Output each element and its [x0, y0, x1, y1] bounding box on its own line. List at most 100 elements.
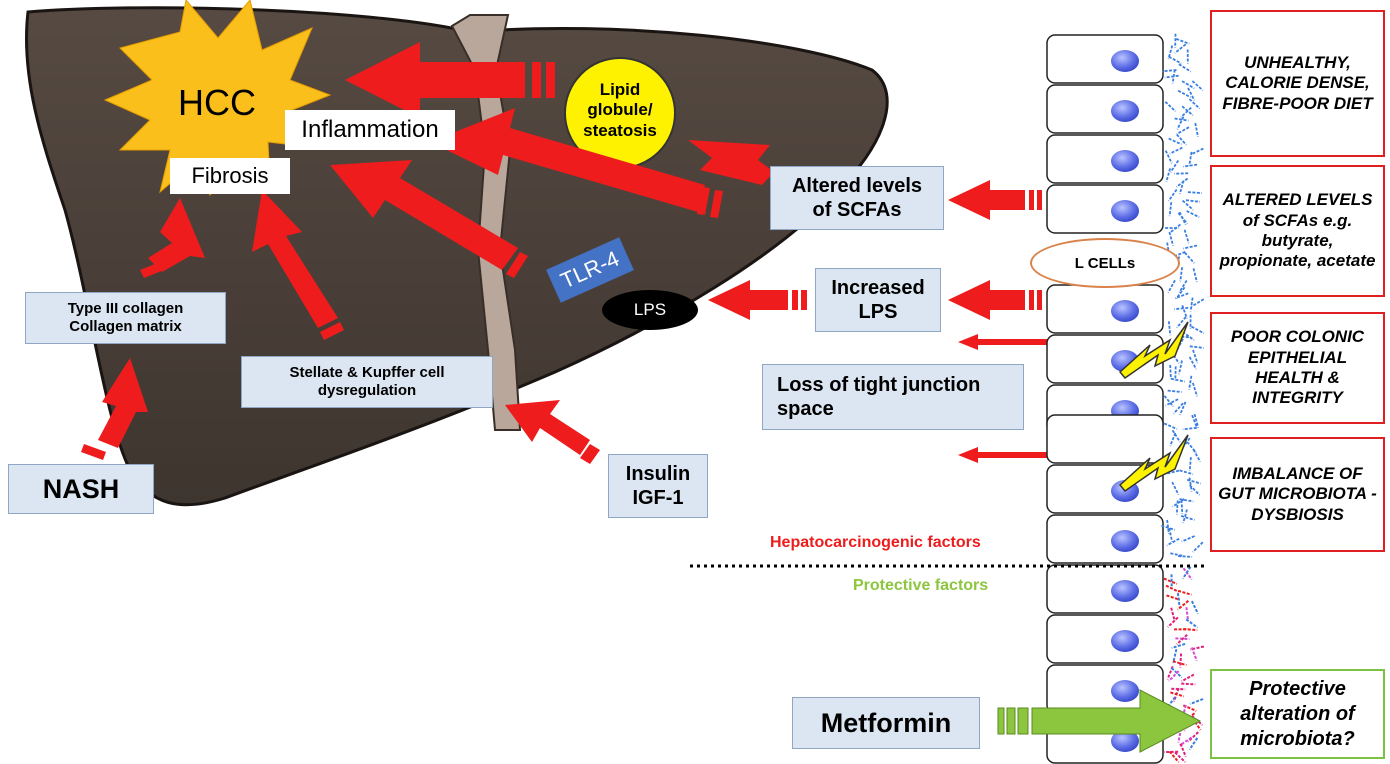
arrow-gut-lps	[948, 280, 1025, 320]
microbe-mark	[1168, 527, 1173, 542]
microbe-mark	[1168, 750, 1180, 763]
lps-oval: LPS	[602, 290, 698, 330]
microbe-mark	[1182, 567, 1193, 581]
microbe-mark	[1190, 600, 1199, 615]
factor-dysbiosis-box: IMBALANCE OF GUT MICROBIOTA - DYSBIOSIS	[1210, 437, 1385, 552]
microbe-mark	[1191, 325, 1205, 334]
microbe-mark	[1178, 360, 1183, 375]
cell-nucleus	[1111, 630, 1139, 652]
microbe-mark	[1186, 478, 1201, 485]
microbe-mark	[1167, 389, 1182, 393]
microbe-mark	[1183, 244, 1198, 250]
microbe-mark	[1169, 364, 1172, 380]
microbe-mark	[1168, 137, 1182, 146]
cell-nucleus	[1111, 530, 1139, 552]
nash-box: NASH	[8, 464, 154, 514]
epithelial-cell	[1046, 514, 1164, 564]
cell-nucleus	[1111, 730, 1139, 752]
microbe-mark	[1181, 304, 1188, 319]
microbe-mark	[1168, 231, 1174, 246]
microbe-mark	[1187, 87, 1196, 101]
microbe-mark	[1179, 653, 1183, 668]
microbe-mark	[1161, 524, 1176, 531]
arrow-scfa-lipid	[688, 140, 774, 185]
microbe-mark	[1188, 98, 1201, 110]
microbe-mark	[1188, 356, 1197, 370]
microbe-mark	[1175, 286, 1186, 300]
microbe-mark	[1169, 432, 1177, 447]
microbe-mark	[1174, 307, 1189, 310]
microbe-mark	[1166, 537, 1180, 547]
microbe-mark	[1171, 481, 1180, 496]
microbe-mark	[1191, 414, 1198, 429]
arrow-stellate-fibrosis	[252, 190, 338, 328]
factor-epithelial-box: POOR COLONIC EPITHELIAL HEALTH & INTEGRI…	[1210, 312, 1385, 424]
lightning-icon	[1118, 434, 1189, 493]
microbe-mark	[1171, 642, 1186, 649]
microbe-mark	[1190, 147, 1204, 156]
microbe-mark	[1181, 80, 1195, 90]
microbe-mark	[1182, 199, 1194, 211]
stellate-box: Stellate & Kupffer cell dysregulation	[241, 356, 493, 408]
microbe-mark	[1163, 422, 1178, 430]
arrow-gut-scfa	[948, 180, 1025, 220]
microbe-mark	[1174, 43, 1187, 54]
microbe-mark	[1176, 316, 1187, 329]
microbe-mark	[1165, 168, 1171, 183]
microbe-mark	[1185, 618, 1199, 629]
microbe-mark	[1194, 122, 1199, 137]
microbe-mark	[1187, 191, 1202, 194]
microbe-mark	[1164, 101, 1177, 112]
arrow-lipid-hcc	[345, 42, 525, 118]
insulin-box: Insulin IGF-1	[608, 454, 708, 518]
inflammation-label: Inflammation	[285, 110, 455, 150]
green-arrow	[997, 689, 1202, 753]
microbe-mark	[1191, 298, 1205, 308]
microbe-mark	[1176, 634, 1188, 645]
microbe-mark	[1174, 117, 1189, 122]
microbe-mark	[1178, 211, 1187, 226]
microbe-mark	[1178, 555, 1193, 558]
lightning-icon	[1118, 321, 1189, 380]
microbe-mark	[1176, 592, 1181, 608]
microbe-mark	[1186, 210, 1200, 219]
metformin-box: Metformin	[792, 697, 980, 749]
microbe-mark	[1193, 413, 1200, 428]
microbe-mark	[1188, 375, 1193, 390]
microbe-mark	[1192, 268, 1198, 283]
microbe-mark	[1180, 499, 1184, 514]
arrow-insulin-stellate	[505, 400, 590, 455]
epithelial-cell	[1046, 34, 1164, 84]
microbe-mark	[1175, 177, 1189, 188]
microbe-mark	[1182, 509, 1188, 524]
microbe-mark	[1167, 188, 1178, 202]
microbe-mark	[1183, 229, 1190, 244]
microbe-mark	[1179, 401, 1187, 416]
microbe-mark	[1182, 426, 1197, 431]
microbe-mark	[1182, 331, 1195, 341]
increased-lps-box: Increased LPS	[815, 268, 941, 332]
cell-nucleus	[1111, 580, 1139, 602]
microbe-mark	[1174, 292, 1189, 300]
cell-nucleus	[1111, 200, 1139, 222]
microbe-mark	[1167, 279, 1176, 293]
epithelial-cell	[1046, 184, 1164, 234]
microbe-mark	[1189, 698, 1204, 705]
microbe-mark	[1169, 146, 1183, 155]
microbe-mark	[1181, 535, 1195, 543]
arrow-increasedlps-lps	[708, 280, 788, 320]
microbe-mark	[1179, 267, 1183, 282]
microbe-mark	[1179, 469, 1194, 476]
epithelial-cell	[1046, 284, 1164, 334]
microbe-mark	[1167, 616, 1179, 628]
microbe-mark	[1178, 63, 1192, 73]
epithelial-cell	[1046, 564, 1164, 614]
epithelial-cell	[1046, 134, 1164, 184]
cell-nucleus	[1111, 100, 1139, 122]
microbe-mark	[1170, 377, 1185, 383]
microbe-mark	[1183, 163, 1198, 168]
microbe-mark	[1189, 345, 1204, 349]
microbe-mark	[1188, 457, 1192, 472]
scfa-box: Altered levels of SCFAs	[770, 166, 944, 230]
cell-nucleus	[1111, 50, 1139, 72]
